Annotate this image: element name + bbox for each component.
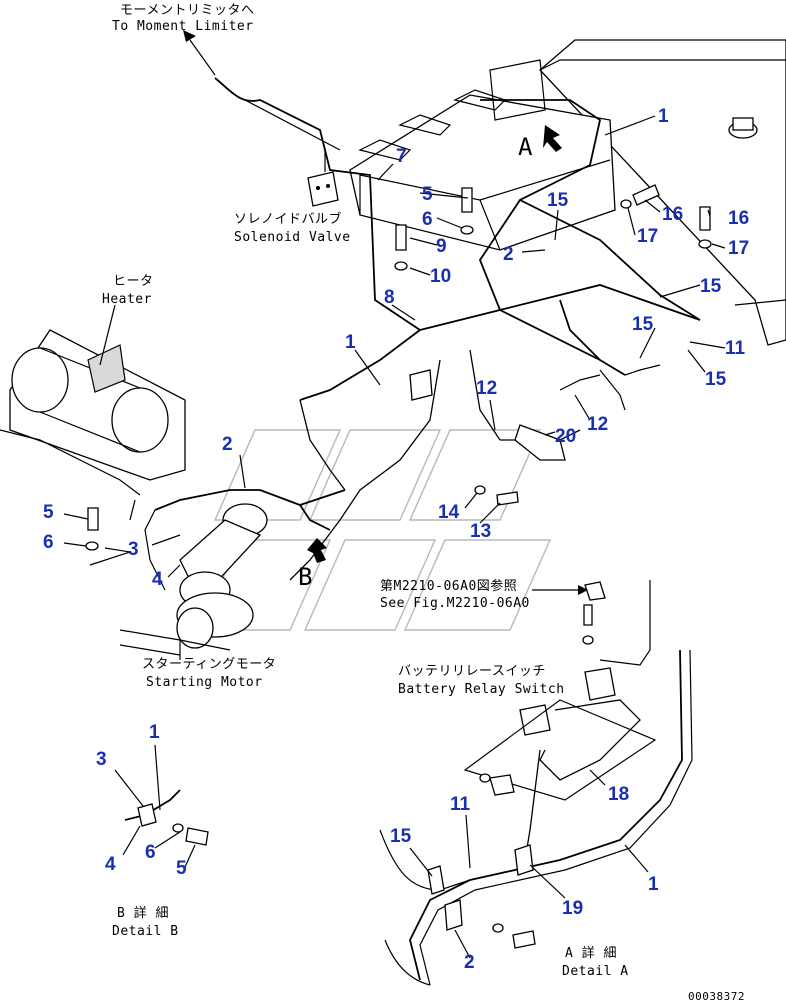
callout-13: 13 [470,521,491,542]
callout-6: 6 [145,842,156,863]
drawing-number: 00038372 [688,990,745,1003]
callout-4: 4 [105,854,116,875]
callout-12: 12 [587,414,608,435]
moment-limiter-label-jp: モーメントリミッタへ [120,3,254,18]
callout-10: 10 [430,266,451,287]
callout-11: 11 [725,338,746,359]
callout-3: 3 [128,539,139,560]
callout-8: 8 [384,287,395,308]
callout-18: 18 [608,784,629,805]
view-a-marker: A [518,133,533,161]
heater-label-en: Heater [102,292,152,307]
callout-14: 14 [438,502,460,523]
fuel-tank [539,39,786,346]
callout-2: 2 [222,434,233,455]
battery-relay-label-jp: バッテリリレースイッチ [398,664,546,679]
starting-motor-label-jp: スターティングモータ [142,657,276,672]
callout-15: 15 [632,314,654,335]
see-fig-label-en: See Fig.M2210-06A0 [380,596,530,611]
callout-9: 9 [436,236,447,257]
callout-16: 16 [662,204,683,225]
callout-5: 5 [422,184,433,205]
detail-b-label-jp: B 詳 細 [117,905,169,921]
detail-b-clamp [124,789,209,846]
wiring-harness [129,77,701,591]
hardware-parts [85,184,712,551]
solenoid-label-en: Solenoid Valve [234,230,351,245]
callout-1: 1 [648,874,659,895]
callout-11: 11 [450,794,471,815]
leader-lines [63,30,726,959]
callout-1: 1 [149,722,160,743]
detail-a-harness [379,649,693,986]
callout-17: 17 [728,238,749,259]
callout-1: 1 [658,106,669,127]
callout-6: 6 [422,209,433,230]
starting-motor [119,503,268,656]
see-fig-label-jp: 第M2210-06A0図参照 [380,578,517,594]
detail-b-label-en: Detail B [112,924,179,939]
callout-3: 3 [96,749,107,770]
moment-limiter-label-en: To Moment Limiter [112,19,254,34]
detail-a-label-jp: A 詳 細 [565,945,617,961]
view-b-marker: B [298,563,313,591]
solenoid-label-jp: ソレノイドバルブ [234,211,342,227]
heater [0,329,186,496]
starting-motor-label-en: Starting Motor [146,675,263,690]
heater-label-jp: ヒータ [113,274,154,289]
callout-6: 6 [43,532,54,553]
callout-16: 16 [728,208,749,229]
callout-7: 7 [396,146,407,167]
battery-relay-label-en: Battery Relay Switch [398,682,565,697]
detail-a-label-en: Detail A [562,964,629,979]
callout-numbers: 1 7 5 6 9 10 8 15 2 16 16 17 17 15 15 11… [43,106,749,973]
text-labels: モーメントリミッタへ To Moment Limiter ソレノイドバルブ So… [102,3,745,1003]
callout-1: 1 [345,332,356,353]
callout-12: 12 [476,378,497,399]
callout-5: 5 [176,858,187,879]
callout-20: 20 [555,426,576,447]
callout-15: 15 [390,826,412,847]
callout-2: 2 [464,952,475,973]
callout-17: 17 [637,226,658,247]
callout-19: 19 [562,898,583,919]
battery-relay-switch [463,580,657,861]
callout-15: 15 [700,276,722,297]
callout-15: 15 [547,190,569,211]
callout-5: 5 [43,502,54,523]
view-arrows [307,125,562,563]
callout-2: 2 [503,244,514,265]
solenoid-valve [307,150,339,207]
callout-15: 15 [705,369,727,390]
callout-4: 4 [152,569,163,590]
